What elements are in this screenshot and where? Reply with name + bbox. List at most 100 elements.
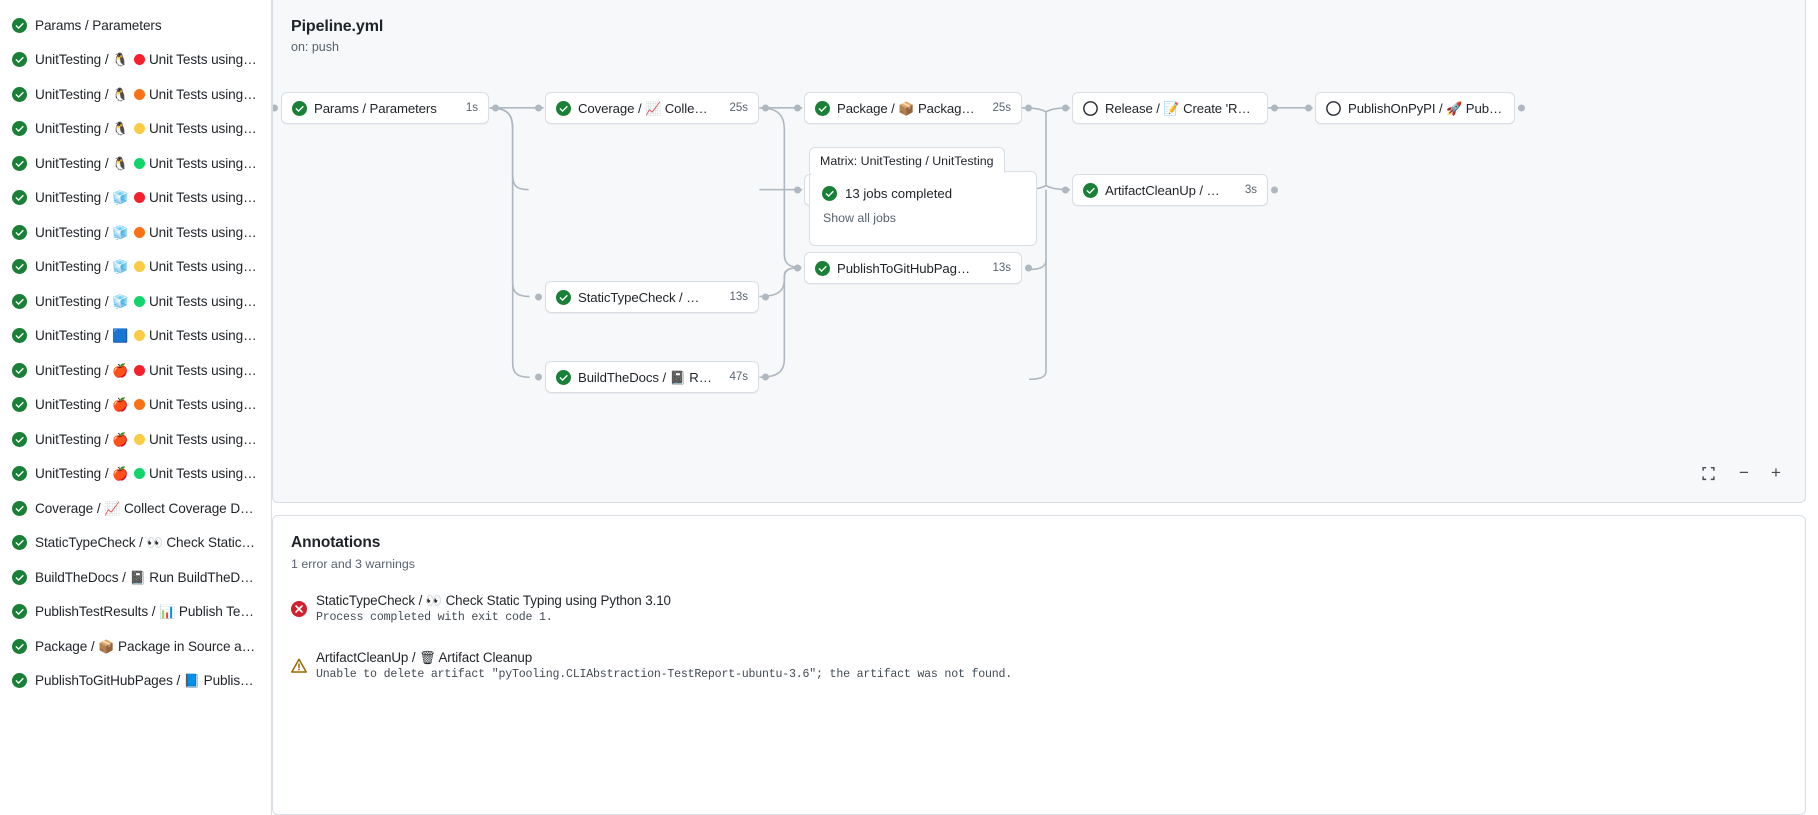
sidebar-job-item[interactable]: PublishToGitHubPages / 📘 Publish to G… bbox=[4, 664, 267, 699]
zoom-controls[interactable]: − + bbox=[1697, 462, 1787, 484]
sidebar-job-item[interactable]: UnitTesting / 🍎 Unit Tests using Pyth… bbox=[4, 457, 267, 492]
graph-node-ghpages[interactable]: PublishToGitHubPages / 📘 …13s bbox=[794, 252, 1032, 284]
sidebar-job-item[interactable]: PublishTestResults / 📊 Publish Test Resu… bbox=[4, 595, 267, 630]
job-emoji-icon: 🧊 bbox=[112, 293, 129, 309]
annotation-item[interactable]: StaticTypeCheck / 👀 Check Static Typing … bbox=[291, 593, 1805, 624]
node-output-port bbox=[1025, 104, 1032, 112]
job-emoji-icon: 📘 bbox=[183, 673, 200, 689]
python-version-dot-icon bbox=[133, 261, 145, 273]
annotation-step-name: Artifact Cleanup bbox=[438, 650, 533, 665]
status-success-icon bbox=[12, 155, 27, 171]
node-job-prefix: PublishToGitHubPages / bbox=[837, 260, 976, 276]
job-emoji-icon: 🧊 bbox=[112, 224, 129, 240]
sidebar-job-label: UnitTesting / 🍎 Unit Tests using Pyth… bbox=[35, 363, 257, 378]
status-success-icon bbox=[12, 673, 27, 689]
status-success-icon bbox=[12, 328, 27, 344]
node-output-port bbox=[1518, 104, 1525, 112]
graph-node-label: Release / 📝 Create 'Release P… bbox=[1105, 101, 1257, 116]
graph-node-params[interactable]: Params / Parameters 1s bbox=[273, 92, 499, 124]
status-success-icon bbox=[556, 289, 571, 305]
graph-node-label: PublishOnPyPI / 🚀 Publish to … bbox=[1348, 101, 1504, 116]
sidebar-job-label: UnitTesting / 🧊 Unit Tests using Pyth… bbox=[35, 294, 257, 309]
sidebar-job-item[interactable]: UnitTesting / 🧊 Unit Tests using Pyth… bbox=[4, 284, 267, 319]
graph-node-release[interactable]: Release / 📝 Create 'Release P… bbox=[1062, 92, 1278, 124]
graph-node-typecheck[interactable]: StaticTypeCheck / 👀 Chec…13s bbox=[535, 281, 769, 313]
node-input-port bbox=[794, 104, 801, 112]
sidebar-job-name: Unit Tests using Pyth… bbox=[148, 52, 257, 68]
graph-node-cleanup[interactable]: ArtifactCleanUp / 🗑 Artifac…3s bbox=[1062, 174, 1278, 206]
status-success-icon bbox=[12, 604, 27, 620]
success-check-icon bbox=[822, 186, 837, 201]
annotations-list: StaticTypeCheck / 👀 Check Static Typing … bbox=[291, 593, 1805, 681]
annotation-body: StaticTypeCheck / 👀 Check Static Typing … bbox=[316, 593, 671, 624]
sidebar-job-item[interactable]: UnitTesting / 🍎 Unit Tests using Pyth… bbox=[4, 388, 267, 423]
fit-screen-icon[interactable] bbox=[1697, 462, 1719, 484]
sidebar-job-item[interactable]: UnitTesting / 🍎 Unit Tests using Pyth… bbox=[4, 422, 267, 457]
sidebar-job-item[interactable]: UnitTesting / 🐧 Unit Tests using Pyth… bbox=[4, 146, 267, 181]
node-job-prefix: Coverage / bbox=[578, 100, 646, 116]
python-version-dot-icon bbox=[133, 295, 145, 307]
sidebar-job-item[interactable]: Package / 📦 Package in Source and Wh… bbox=[4, 629, 267, 664]
node-step-name: Chec… bbox=[706, 290, 713, 305]
sidebar-job-item[interactable]: Params / Parameters bbox=[4, 8, 267, 43]
status-success-icon bbox=[12, 224, 27, 240]
node-output-port bbox=[1271, 186, 1278, 194]
show-all-jobs-link[interactable]: Show all jobs bbox=[823, 211, 897, 225]
python-version-dot-icon bbox=[133, 399, 145, 411]
node-job-prefix: StaticTypeCheck / bbox=[578, 289, 687, 305]
graph-node-package[interactable]: Package / 📦 Package in So…25s bbox=[794, 92, 1032, 124]
sidebar-job-item[interactable]: UnitTesting / 🧊 Unit Tests using Pyth… bbox=[4, 215, 267, 250]
node-job-prefix: Release / bbox=[1105, 100, 1164, 116]
sidebar-job-prefix: UnitTesting / bbox=[35, 190, 113, 206]
graph-canvas[interactable]: Params / Parameters 1s Coverage / 📈 Collec… bbox=[273, 0, 1805, 502]
graph-node-docs[interactable]: BuildTheDocs / 📓 Run Buil…47s bbox=[535, 361, 769, 393]
sidebar-job-name: Unit Tests using Pyth… bbox=[148, 328, 257, 344]
node-output-port bbox=[1271, 104, 1278, 112]
node-step-name: Collect Cove… bbox=[664, 100, 713, 116]
sidebar-job-item[interactable]: UnitTesting / 🐧 Unit Tests using Pyth… bbox=[4, 43, 267, 78]
annotations-summary: 1 error and 3 warnings bbox=[291, 557, 415, 571]
sidebar-job-item[interactable]: UnitTesting / 🟦 Unit Tests using Pyth… bbox=[4, 319, 267, 354]
status-success-icon bbox=[12, 190, 27, 206]
node-step-name: Publish to … bbox=[1465, 100, 1504, 116]
annotation-message: Unable to delete artifact "pyTooling.CLI… bbox=[316, 668, 1013, 681]
python-version-dot-icon bbox=[133, 192, 145, 204]
sidebar-job-prefix: PublishToGitHubPages / bbox=[35, 673, 184, 689]
node-duration: 25s bbox=[992, 102, 1011, 114]
sidebar-job-item[interactable]: UnitTesting / 🧊 Unit Tests using Pyth… bbox=[4, 250, 267, 285]
sidebar-job-item[interactable]: UnitTesting / 🍎 Unit Tests using Pyth… bbox=[4, 353, 267, 388]
sidebar-job-item[interactable]: UnitTesting / 🐧 Unit Tests using Pyth… bbox=[4, 77, 267, 112]
sidebar-job-item[interactable]: BuildTheDocs / 📓 Run BuildTheDocs bbox=[4, 560, 267, 595]
graph-node-coverage[interactable]: Coverage / 📈 Collect Cove…25s bbox=[535, 92, 769, 124]
sidebar-job-prefix: UnitTesting / bbox=[35, 224, 113, 240]
zoom-out-button[interactable]: − bbox=[1739, 463, 1749, 482]
sidebar-job-name: Unit Tests using Pyth… bbox=[148, 397, 257, 413]
node-emoji-icon: 📓 bbox=[669, 369, 686, 385]
status-success-icon bbox=[815, 100, 830, 116]
matrix-jobs-row[interactable]: 13 jobs completed bbox=[822, 186, 1024, 201]
python-version-dot-icon bbox=[133, 157, 145, 169]
python-version-dot-icon bbox=[133, 468, 145, 480]
node-job-prefix: PublishOnPyPI / bbox=[1348, 100, 1447, 116]
sidebar-job-item[interactable]: Coverage / 📈 Collect Coverage Data usi… bbox=[4, 491, 267, 526]
sidebar-job-label: StaticTypeCheck / 👀 Check Static Typing… bbox=[35, 535, 257, 550]
matrix-group-unittesting[interactable]: Matrix: UnitTesting / UnitTesting 13 job… bbox=[809, 147, 1037, 246]
sidebar-job-name: Unit Tests using Pyth… bbox=[148, 293, 257, 309]
node-output-port bbox=[492, 104, 499, 112]
sidebar-job-prefix: UnitTesting / bbox=[35, 52, 113, 68]
zoom-in-button[interactable]: + bbox=[1771, 463, 1781, 482]
sidebar-job-name: Publish to G… bbox=[203, 673, 257, 689]
graph-node-pypi[interactable]: PublishOnPyPI / 🚀 Publish to … bbox=[1305, 92, 1525, 124]
sidebar-job-prefix: UnitTesting / bbox=[35, 155, 113, 171]
node-duration: 1s bbox=[465, 102, 478, 114]
sidebar-job-item[interactable]: StaticTypeCheck / 👀 Check Static Typing… bbox=[4, 526, 267, 561]
graph-node-label: ArtifactCleanUp / 🗑 Artifac… bbox=[1105, 183, 1228, 198]
node-job-prefix: Params / Parameters bbox=[314, 100, 437, 116]
sidebar-job-item[interactable]: UnitTesting / 🐧 Unit Tests using Pyth… bbox=[4, 112, 267, 147]
sidebar-job-item[interactable]: UnitTesting / 🧊 Unit Tests using Pyth… bbox=[4, 181, 267, 216]
annotations-card: Annotations 1 error and 3 warnings Stati… bbox=[272, 515, 1806, 815]
job-emoji-icon: 🐧 bbox=[112, 86, 129, 102]
status-skipped-icon bbox=[1326, 100, 1341, 116]
